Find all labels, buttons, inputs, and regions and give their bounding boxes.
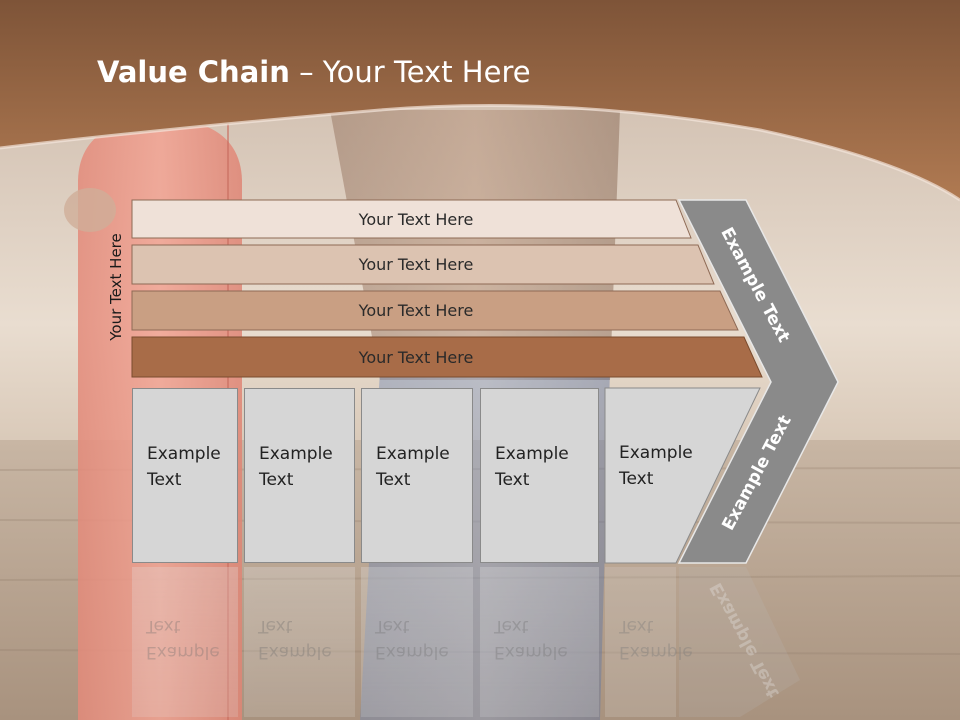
bar-shape-2 [131, 244, 715, 285]
box-3: Example Text [361, 388, 473, 563]
box-shape-5 [604, 387, 761, 564]
box-2-line2: Text [259, 470, 294, 490]
box-5-line2: Text [619, 469, 654, 489]
bar-1: Your Text Here [132, 200, 700, 238]
box-4-line1: Example [495, 444, 569, 464]
box-2-reflection-line2: Text [258, 616, 293, 636]
box-2: Example Text [244, 388, 355, 563]
box-5-reflection-line1: Example [619, 642, 693, 662]
box-4-reflection: Example Text [480, 567, 599, 717]
bar-3-label: Your Text Here [358, 301, 474, 320]
box-5-reflection-line2: Text [619, 616, 654, 636]
box-3-reflection: Example Text [361, 567, 473, 717]
box-3-reflection-line1: Example [375, 642, 449, 662]
box-4-line2: Text [495, 470, 530, 490]
box-5-line1: Example [619, 443, 693, 463]
bar-shape-4 [131, 336, 763, 378]
slide-title: Value Chain – Your Text Here [97, 55, 531, 89]
bar-shape-1 [131, 199, 692, 239]
chevron-shape [677, 199, 839, 564]
bar-shape-3 [131, 290, 739, 331]
box-2-line1: Example [259, 444, 333, 464]
box-1-reflection-line2: Text [146, 616, 181, 636]
box-5: Example Text [605, 388, 725, 563]
bar-2: Your Text Here [132, 245, 700, 284]
bar-2-label: Your Text Here [358, 255, 474, 274]
box-1-line2: Text [147, 470, 182, 490]
bar-1-label: Your Text Here [358, 209, 474, 229]
box-3-reflection-line2: Text [375, 616, 410, 636]
box-1-line1: Example [147, 444, 221, 464]
bar-3: Your Text Here [132, 291, 700, 330]
box-4-reflection-line2: Text [494, 616, 529, 636]
bar-4-label: Your Text Here [358, 347, 474, 367]
box-1-reflection-line1: Example [146, 642, 220, 662]
title-bold: Value Chain [97, 55, 290, 89]
box-5-reflection: Example Text [605, 567, 715, 717]
box-2-reflection: Example Text [244, 567, 355, 717]
box-1-reflection: Example Text [132, 567, 238, 717]
bar-4: Your Text Here [132, 337, 700, 377]
box-2-reflection-line1: Example [258, 642, 332, 662]
box-3-line1: Example [376, 444, 450, 464]
title-rest: – Your Text Here [289, 55, 531, 89]
box-4: Example Text [480, 388, 599, 563]
box-3-line2: Text [376, 470, 411, 490]
box-4-reflection-line1: Example [494, 642, 568, 662]
box-1: Example Text [132, 388, 238, 563]
